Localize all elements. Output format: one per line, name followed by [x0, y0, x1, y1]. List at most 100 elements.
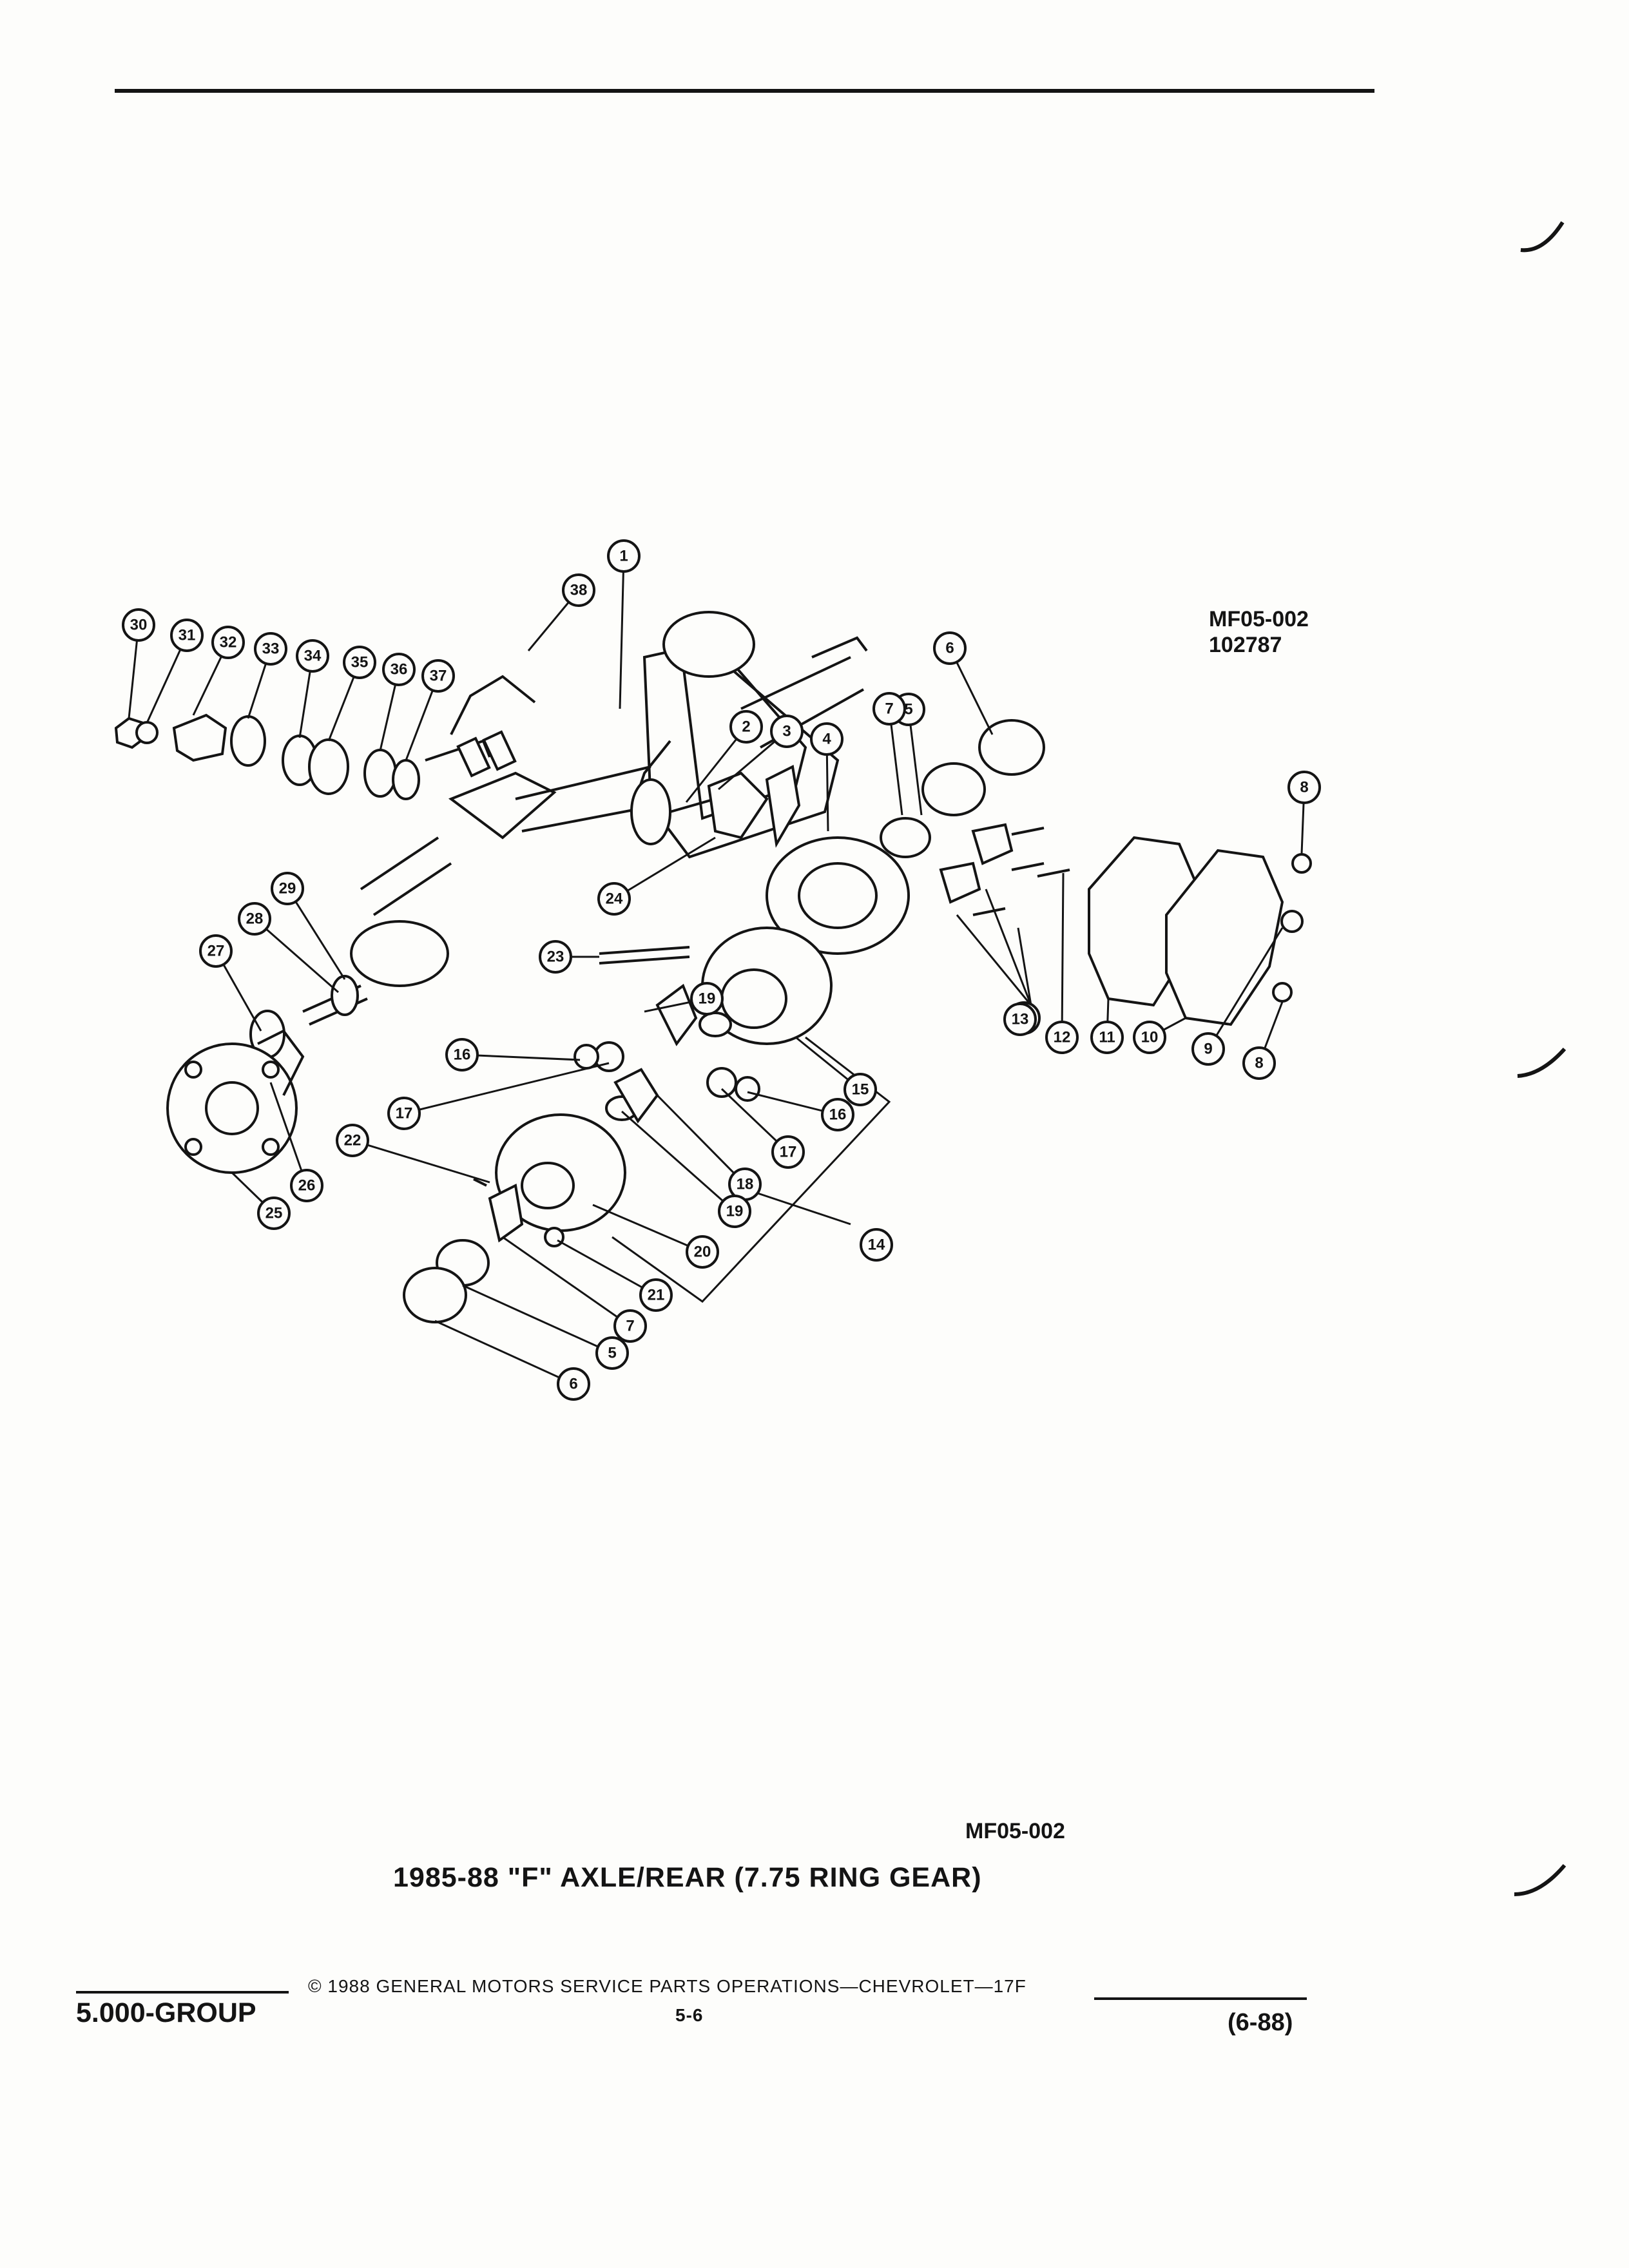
leader-line-28: [254, 918, 339, 994]
leader-line-19: [621, 1110, 735, 1213]
callout-number: 22: [344, 1132, 361, 1149]
callout-number: 2: [742, 718, 750, 736]
callout-number: 26: [298, 1177, 316, 1195]
callout-15: 15: [843, 1073, 877, 1106]
callout-23: 23: [539, 940, 572, 974]
callout-16: 16: [445, 1038, 479, 1072]
callout-number: 32: [220, 634, 237, 651]
differential-gears: [574, 983, 760, 1124]
callout-28: 28: [238, 902, 271, 936]
callout-8: 8: [1242, 1046, 1276, 1080]
callout-30: 30: [122, 608, 155, 642]
callout-circle: [933, 631, 967, 665]
callout-number: 17: [396, 1105, 413, 1122]
callout-number: 9: [1204, 1041, 1212, 1058]
callout-6: 6: [933, 631, 967, 665]
leader-line-24: [613, 836, 716, 900]
leader-line-21: [557, 1239, 657, 1296]
callout-circle: [199, 934, 233, 968]
callout-number: 33: [262, 640, 280, 658]
callout-number: 35: [351, 654, 369, 671]
callout-16: 16: [821, 1098, 854, 1131]
callout-circle: [686, 1235, 719, 1269]
callout-circle: [238, 902, 271, 936]
leader-line-12: [1061, 872, 1065, 1038]
callout-circle: [387, 1097, 421, 1130]
callout-circle: [771, 1135, 805, 1169]
callout-number: 18: [737, 1176, 754, 1193]
footer-rule-right: [1094, 1997, 1307, 2000]
callout-number: 19: [699, 990, 716, 1008]
callout-circle: [821, 1098, 854, 1131]
page-number: 5-6: [675, 2005, 704, 2025]
callout-18: 18: [728, 1168, 762, 1201]
callout-number: 4: [822, 731, 831, 748]
callout-circle: [211, 626, 245, 659]
callout-25: 25: [257, 1196, 291, 1230]
callout-7: 7: [872, 692, 906, 726]
callout-circle: [336, 1124, 369, 1157]
callout-number: 11: [1099, 1029, 1115, 1046]
callout-number: 30: [130, 617, 148, 634]
callout-12: 12: [1045, 1021, 1079, 1054]
callout-number: 5: [608, 1345, 616, 1362]
ring-gear: [766, 836, 910, 955]
callout-circle: [1045, 1021, 1079, 1054]
leader-line-7: [888, 708, 903, 816]
callout-5: 5: [595, 1336, 629, 1370]
callout-circle: [843, 1073, 877, 1106]
lower-bearings: [403, 1178, 564, 1323]
callout-number: 38: [570, 582, 588, 599]
callout-circle: [170, 619, 204, 652]
callout-circle: [1287, 771, 1321, 804]
callout-circle: [1090, 1021, 1124, 1054]
callout-number: 6: [945, 640, 954, 657]
callout-22: 22: [336, 1124, 369, 1157]
ref-number-top: 102787: [1209, 633, 1282, 657]
callout-circle: [290, 1169, 323, 1202]
covers: [1088, 836, 1312, 1026]
callout-number: 29: [279, 880, 296, 898]
callout-number: 25: [265, 1205, 283, 1222]
leader-line-18: [656, 1094, 746, 1186]
callout-number: 16: [454, 1046, 471, 1064]
callout-circle: [296, 639, 329, 673]
callout-number: 10: [1141, 1029, 1159, 1046]
callout-circle: [729, 710, 763, 744]
callout-circle: [770, 715, 804, 748]
callout-27: 27: [199, 934, 233, 968]
leader-line-5: [462, 1284, 613, 1354]
callout-number: 24: [606, 890, 623, 908]
callout-3: 3: [770, 715, 804, 748]
callout-circle: [445, 1038, 479, 1072]
callout-circle: [271, 872, 304, 905]
leader-line-26: [269, 1082, 308, 1186]
callout-number: 17: [780, 1144, 797, 1161]
callout-number: 20: [694, 1244, 711, 1261]
callout-33: 33: [254, 632, 287, 666]
callout-circle: [639, 1278, 673, 1312]
callout-9: 9: [1191, 1032, 1225, 1066]
callout-26: 26: [290, 1169, 323, 1202]
bearing-caps: [939, 823, 1070, 916]
callout-circle: [872, 692, 906, 726]
callout-number: 12: [1054, 1029, 1071, 1046]
callout-circle: [539, 940, 572, 974]
callout-31: 31: [170, 619, 204, 652]
callout-36: 36: [382, 653, 416, 686]
callout-20: 20: [686, 1235, 719, 1269]
leader-line-17: [403, 1062, 610, 1115]
callout-circle: [382, 653, 416, 686]
callout-circle: [1003, 1003, 1037, 1036]
leader-line-7: [502, 1236, 631, 1327]
group-label: 5.000-GROUP: [76, 1997, 256, 2028]
callout-number: 8: [1300, 779, 1308, 796]
callout-17: 17: [771, 1135, 805, 1169]
callout-circle: [810, 722, 843, 756]
callout-circle: [562, 573, 595, 607]
callout-circle: [122, 608, 155, 642]
leader-line-16: [461, 1053, 581, 1061]
callout-number: 14: [868, 1236, 885, 1254]
callout-number: 1: [619, 548, 628, 565]
